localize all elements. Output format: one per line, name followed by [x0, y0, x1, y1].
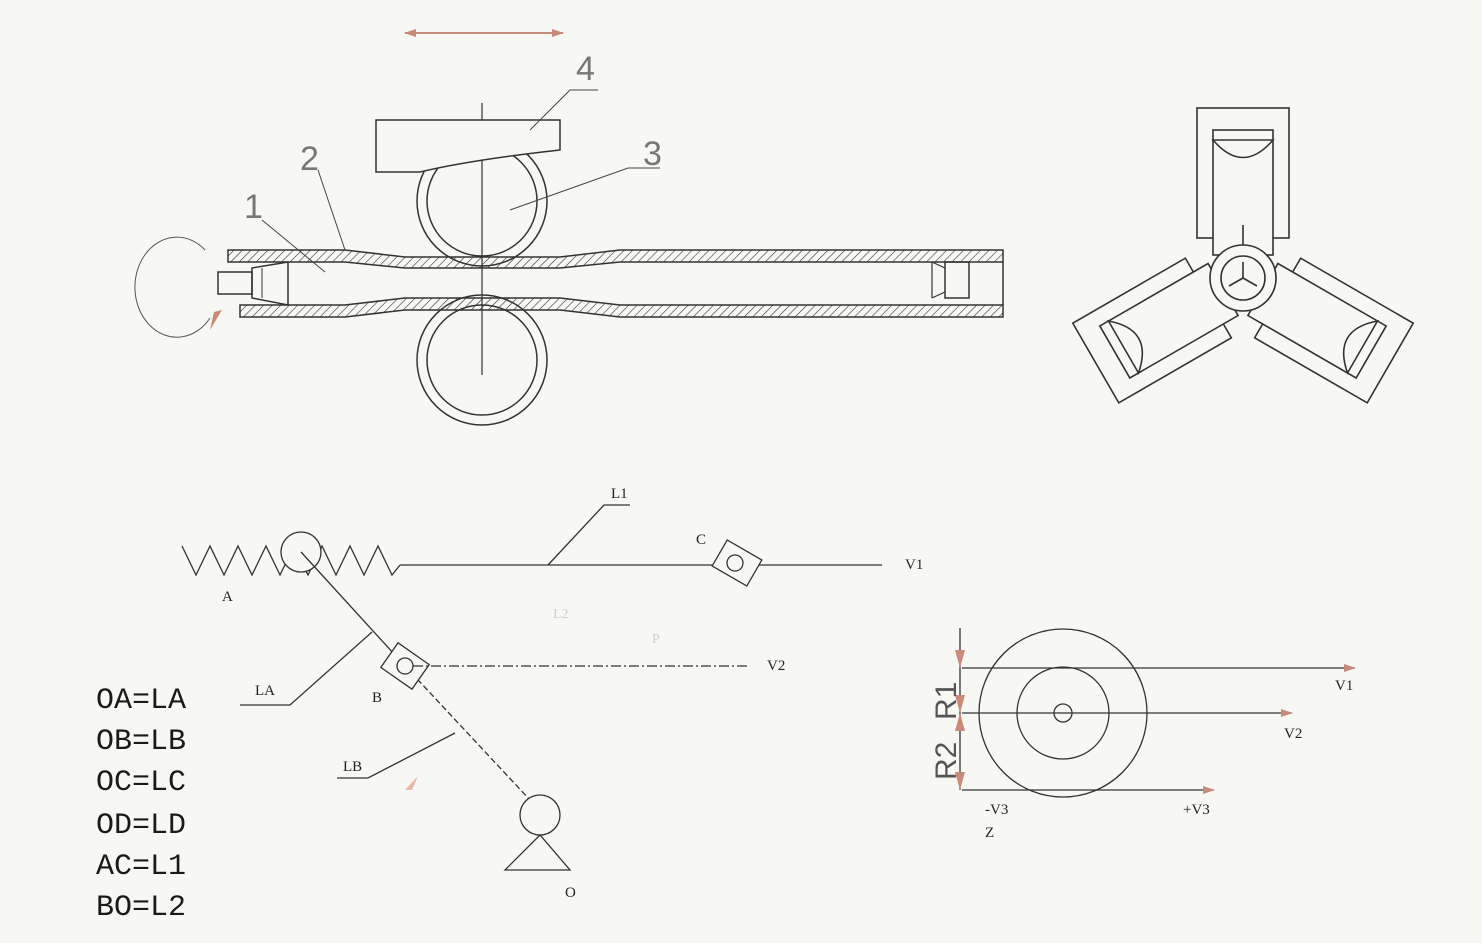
mandrel-shaft: [217, 271, 253, 295]
label-O: O: [565, 885, 576, 901]
label-V2-mechanism: V2: [767, 658, 785, 674]
leader-LA: [240, 631, 373, 706]
label-V2: V2: [1284, 726, 1302, 742]
callout-2: 2: [300, 140, 319, 178]
leader-3: [509, 167, 660, 211]
label-R2: R2: [930, 742, 963, 780]
linkage-mechanism: [181, 504, 882, 871]
length-equations: OA=LA OB=LB OC=LC OD=LD AC=L1 BO=L2: [96, 684, 186, 925]
equation-2: OB=LB: [96, 725, 186, 759]
end-plug: [944, 261, 970, 299]
label-V1-mechanism: V1: [905, 557, 923, 573]
faint-arrow-icon: [405, 776, 418, 790]
label-Z: Z: [985, 825, 994, 841]
label-B: B: [372, 690, 382, 706]
tube-rolling-view: 4 3 2 1: [134, 29, 1004, 426]
tube-lower-wall: [239, 297, 1004, 318]
label-C: C: [696, 532, 706, 548]
equation-4: OD=LD: [96, 809, 186, 843]
rotation-arc-icon: [134, 236, 211, 338]
label-V1: V1: [1335, 678, 1353, 694]
leader-1: [261, 219, 326, 273]
faint-mark-2: P: [652, 632, 660, 647]
equation-6: BO=L2: [96, 891, 186, 925]
label-plus-V3: +V3: [1183, 802, 1210, 818]
label-minus-V3: -V3: [985, 802, 1008, 818]
label-LA: LA: [255, 683, 275, 699]
callout-4: 4: [576, 50, 595, 88]
leader-L1: [547, 504, 630, 566]
velocity-diagram: [955, 628, 1356, 798]
link-LB: [404, 665, 531, 801]
three-roller-end-view: [1071, 107, 1415, 404]
leader-LB: [337, 732, 456, 779]
equation-5: AC=L1: [96, 850, 186, 884]
tube-upper-wall: [227, 249, 1004, 269]
label-L1: L1: [611, 486, 628, 502]
pivot-O: [519, 794, 561, 836]
label-R1: R1: [930, 682, 963, 720]
rotation-arrowhead-icon: [210, 310, 222, 330]
callout-3: 3: [643, 135, 662, 173]
callout-1: 1: [244, 188, 263, 226]
mandrel-head: [251, 261, 289, 306]
ground-support-icon: [503, 834, 572, 871]
radius-labels: R1 R2: [930, 682, 963, 780]
label-A: A: [222, 589, 233, 605]
label-LB: LB: [343, 759, 362, 775]
equation-3: OC=LC: [96, 766, 186, 800]
equation-1: OA=LA: [96, 684, 186, 718]
leader-2: [317, 169, 346, 251]
leader-4: [529, 89, 598, 131]
faint-mark-1: L2: [553, 607, 569, 622]
tool-holder: [375, 119, 561, 173]
link-LA: [300, 551, 406, 667]
